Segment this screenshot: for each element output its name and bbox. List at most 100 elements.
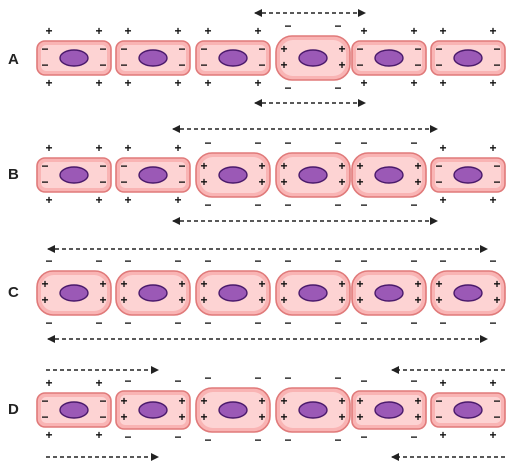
outer-charge-sign: + [410, 76, 417, 90]
outer-charge-sign: + [124, 141, 131, 155]
cell-nucleus [374, 49, 404, 67]
outer-charge-sign: − [124, 374, 131, 388]
outer-charge-sign: − [204, 254, 211, 268]
outer-charge-sign: − [410, 430, 417, 444]
outer-charge-sign: − [334, 371, 341, 385]
row-label-b: B [8, 166, 19, 183]
outer-charge-sign: − [439, 316, 446, 330]
outer-charge-sign: + [360, 76, 367, 90]
outer-charge-sign: − [410, 198, 417, 212]
inner-charge-sign: − [493, 42, 500, 56]
inner-charge-sign: − [120, 175, 127, 189]
inner-charge-sign: + [338, 410, 345, 424]
outer-charge-sign: + [95, 24, 102, 38]
cell-nucleus [298, 284, 328, 302]
inner-charge-sign: + [200, 159, 207, 173]
inner-charge-sign: + [338, 293, 345, 307]
outer-charge-sign: − [360, 374, 367, 388]
inner-charge-sign: + [258, 410, 265, 424]
outer-charge-sign: + [439, 24, 446, 38]
outer-charge-sign: + [45, 141, 52, 155]
cell-nucleus [453, 49, 483, 67]
inner-charge-sign: − [99, 410, 106, 424]
outer-charge-sign: − [204, 316, 211, 330]
outer-charge-sign: − [334, 254, 341, 268]
cell: −−−−++++ [195, 24, 271, 90]
inner-charge-sign: + [280, 277, 287, 291]
outer-charge-sign: + [204, 76, 211, 90]
inner-charge-sign: + [120, 394, 127, 408]
outer-charge-sign: − [254, 433, 261, 447]
inner-charge-sign: + [280, 394, 287, 408]
inner-charge-sign: − [493, 410, 500, 424]
cell: −−−−++++ [36, 141, 112, 207]
cell: ++++−−−− [351, 374, 427, 444]
outer-charge-sign: − [439, 254, 446, 268]
inner-charge-sign: − [435, 58, 442, 72]
outer-charge-sign: + [489, 428, 496, 442]
cell: −−−−++++ [115, 24, 191, 90]
outer-charge-sign: + [45, 24, 52, 38]
cell: ++++−−−− [430, 254, 506, 330]
outer-charge-sign: + [489, 141, 496, 155]
inner-charge-sign: − [414, 42, 421, 56]
inner-charge-sign: + [338, 394, 345, 408]
outer-charge-sign: − [45, 254, 52, 268]
cell-nucleus [59, 166, 89, 184]
cell: ++++−−−− [115, 374, 191, 444]
outer-charge-sign: − [410, 254, 417, 268]
inner-charge-sign: + [120, 277, 127, 291]
inner-charge-sign: − [120, 42, 127, 56]
outer-charge-sign: + [95, 76, 102, 90]
inner-charge-sign: + [200, 394, 207, 408]
inner-charge-sign: + [414, 293, 421, 307]
outer-charge-sign: + [45, 193, 52, 207]
outer-charge-sign: − [45, 316, 52, 330]
inner-charge-sign: − [178, 175, 185, 189]
inner-charge-sign: − [356, 42, 363, 56]
inner-charge-sign: + [120, 410, 127, 424]
inner-charge-sign: + [178, 410, 185, 424]
cell-nucleus [218, 401, 248, 419]
inner-charge-sign: + [356, 175, 363, 189]
outer-charge-sign: − [284, 433, 291, 447]
inner-charge-sign: + [258, 293, 265, 307]
cell: ++++−−−− [36, 254, 112, 330]
cell-nucleus [138, 284, 168, 302]
outer-charge-sign: − [284, 81, 291, 95]
inner-charge-sign: + [41, 293, 48, 307]
outer-charge-sign: − [204, 136, 211, 150]
cell-nucleus [218, 49, 248, 67]
inner-charge-sign: − [258, 58, 265, 72]
outer-charge-sign: − [334, 316, 341, 330]
inner-charge-sign: + [414, 159, 421, 173]
inner-charge-sign: + [280, 58, 287, 72]
inner-charge-sign: − [178, 58, 185, 72]
row-label-c: C [8, 284, 19, 301]
inner-charge-sign: − [493, 175, 500, 189]
outer-charge-sign: − [254, 371, 261, 385]
inner-charge-sign: − [99, 394, 106, 408]
cell-nucleus [374, 401, 404, 419]
inner-charge-sign: + [178, 277, 185, 291]
inner-charge-sign: − [493, 394, 500, 408]
outer-charge-sign: − [204, 198, 211, 212]
cell-nucleus [138, 401, 168, 419]
inner-charge-sign: + [258, 394, 265, 408]
outer-charge-sign: − [489, 254, 496, 268]
inner-charge-sign: + [493, 277, 500, 291]
inner-charge-sign: + [280, 159, 287, 173]
cell-nucleus [138, 49, 168, 67]
inner-charge-sign: + [200, 175, 207, 189]
inner-charge-sign: + [120, 293, 127, 307]
outer-charge-sign: + [439, 376, 446, 390]
outer-charge-sign: + [360, 24, 367, 38]
outer-charge-sign: + [489, 193, 496, 207]
inner-charge-sign: + [280, 293, 287, 307]
cell: −−−−++++ [430, 376, 506, 442]
outer-charge-sign: + [439, 428, 446, 442]
inner-charge-sign: + [280, 42, 287, 56]
cell-nucleus [374, 166, 404, 184]
outer-charge-sign: + [489, 76, 496, 90]
outer-charge-sign: − [254, 198, 261, 212]
